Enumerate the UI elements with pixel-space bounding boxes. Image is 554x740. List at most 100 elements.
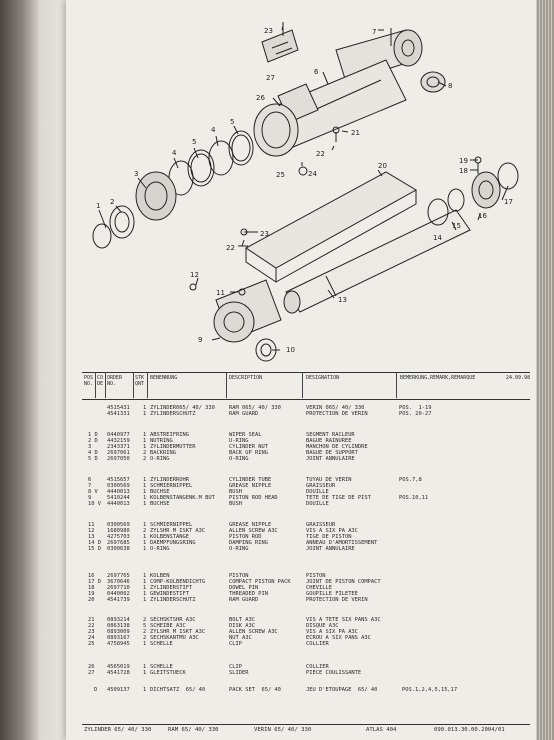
header-code: CO DE [97,375,104,387]
header-name: BENENNUNG [150,375,178,381]
previous-page-edge [0,0,38,740]
group-name: ABSTREIFRING NUTRING ZYLINDERMUTTER BACK… [150,432,196,462]
header-remark: BEMERKUNG,REMARK,REMARQUE [400,375,476,381]
group-name: SCHELLE GLEITSTUECK [150,664,186,676]
group-pos: 21 22 23 24 25 [88,617,95,647]
callout-14: 14 [433,234,442,242]
group-pos: 1 D 2 D 3 4 D 5 D [88,432,98,462]
exploded-view-drawing: 23 7 27 6 8 26 5 4 5 4 3 2 1 21 22 25 24… [92,22,519,362]
group-description: CLIP SLIDER [229,664,249,676]
callout-1: 1 [96,202,100,210]
group-designation: COLLIER PIECE COULISSANTE [306,664,362,676]
header-order: ORDER NO. [107,375,123,387]
group-designation: TUYAU DE VERIN GRAISSEUR DOUILLE TETE DE… [306,477,371,507]
group-designation: VIS A TETE SIX PANS A3C DISQUE A3C VIS A… [306,617,381,647]
callout-23: 23 [264,27,273,35]
group-designation: JEU D'ETOUPAGE 65/ 40 [306,687,378,693]
group-pos: D [94,687,98,693]
drawing-callouts: 23 7 27 6 8 26 5 4 5 4 3 2 1 21 22 25 24… [96,27,513,354]
group-qty: 1 [143,687,147,693]
group-designation: SEGMENT RACLEUR BAGUE RAINUREE MANCHON D… [306,432,368,462]
group-name: KOLBEN COMP-KOLBENDICHTG ZYLINDERSTIFT G… [150,573,206,603]
group-name: ZYLINDERROHR SCHMIERNIPPEL BUCHSE KOLBEN… [150,477,215,507]
callout-12: 12 [190,271,199,279]
callout-25: 25 [276,171,285,179]
group-designation: GRAISSEUR VIS A SIX PA A3C TIGE DE PISTO… [306,522,378,552]
group-qty: 1 2 1 1 1 [143,522,147,552]
callout-9: 9 [198,336,202,344]
header-description: DESCRIPTION [229,375,263,381]
group-order: 0300569 1680980 4275703 2697685 0300638 [107,522,130,552]
col-divider [105,372,106,398]
group-description: CYLINDER TUBE GREASE NIPPLE BUSH PISTON … [229,477,278,507]
group-qty: 2 5 2 2 1 [143,617,147,647]
group-remark: POS. 1-19 POS. 20-27 [399,405,432,417]
group-qty: 1 1 1 2 2 [143,432,147,462]
callout-16: 16 [478,212,487,220]
parts-table-header: POS NO. CO DE ORDER NO. STK QNT BENENNUN… [82,372,530,400]
group-description: PISTON COMPACT PISTON PACK DOWEL PIN THR… [229,573,291,603]
header-designation: DESIGNATION [306,375,340,381]
group-pos: 26 27 [88,664,95,676]
header-qty: STK QNT [135,375,145,387]
group-designation: PISTON JOINT DE PISTON COMPACT CHEVILLE … [306,573,381,603]
group-designation: VERIN 065/ 40/ 330 PROTECTION DE VERIN [306,405,368,417]
col-divider [133,372,134,398]
callout-22b: 22 [226,244,235,252]
callout-23b: 23 [260,230,269,238]
group-order: 0440977 4432159 2343371 2697061 2697050 [107,432,130,462]
callout-17: 17 [504,198,513,206]
page-footer: ZYLINDER 65/ 40/ 330 RAM 65/ 40/ 330 VER… [82,724,530,740]
footer-document-number: 090.013.30.00.2004/01 [434,727,505,733]
col-divider [302,372,303,398]
callout-2: 2 [110,198,114,206]
group-order: 4515657 0300569 4440013 5410244 4440013 [107,477,130,507]
callout-4a: 4 [211,126,216,134]
callout-24: 24 [308,170,317,178]
group-order: 2697765 3670646 2697710 0440002 4541739 [107,573,130,603]
group-name: DICHTSATZ 65/ 40 [150,687,206,693]
group-order: 4565019 4541728 [107,664,130,676]
callout-20: 20 [378,162,387,170]
group-qty: 1 1 [143,405,147,417]
group-description: WIPER SEAL U-RING CYLINDER NUT BACK UP R… [229,432,268,462]
callout-13: 13 [338,296,347,304]
footer-zylinder: ZYLINDER 65/ 40/ 330 [84,727,152,733]
header-pos: POS NO. [84,375,94,387]
group-description: RAM 065/ 40/ 330 RAM GUARD [229,405,281,417]
group-qty: 1 1 [143,664,147,676]
group-description: BOLT A3C DISK A3C ALLEN SCREW A3C NUT A3… [229,617,278,647]
header-date: 24.09.98 [506,375,531,381]
col-divider [95,372,96,398]
callout-8: 8 [448,82,452,90]
group-order: 4509137 [107,687,130,693]
page-stack-edge [536,0,554,740]
callout-26: 26 [256,94,265,102]
callout-5a: 5 [230,118,234,126]
footer-verin: VERIN 65/ 40/ 330 [254,727,312,733]
group-remark: POS.1,2,4,5,15,17 [402,687,458,693]
group-order: 0893214 0863138 0893009 0893167 4758945 [107,617,130,647]
group-pos: 16 17 D 18 19 20 [88,573,101,603]
col-divider [147,372,148,398]
col-divider [396,372,397,398]
callout-6: 6 [314,68,319,76]
callout-5b: 5 [192,138,196,146]
group-pos: 11 12 13 14 D 15 D [88,522,101,552]
footer-model: ATLAS 404 [366,727,397,733]
footer-ram: RAM 65/ 40/ 330 [168,727,219,733]
callout-27: 27 [266,74,275,82]
callout-7: 7 [372,28,376,36]
group-description: GREASE NIPPLE ALLEN SCREW A3C PISTON ROD… [229,522,278,552]
group-name: SCHMIERNIPPEL ZYLSHR M ISKT A3C KOLBENST… [150,522,206,552]
callout-11: 11 [216,289,225,297]
group-qty: 1 1 1 1 1 [143,573,147,603]
group-description: PACK SET 65/ 40 [229,687,281,693]
group-order: 4515431 4541331 [107,405,130,417]
callout-18: 18 [459,167,468,175]
callout-15: 15 [452,222,461,230]
group-name: SECHSKTSHR A3C SCHEIBE A3C ZYLSHR M ISKT… [150,617,206,647]
callout-21: 21 [351,129,360,137]
group-pos: 6 7 8 V 9 10 V [88,477,101,507]
